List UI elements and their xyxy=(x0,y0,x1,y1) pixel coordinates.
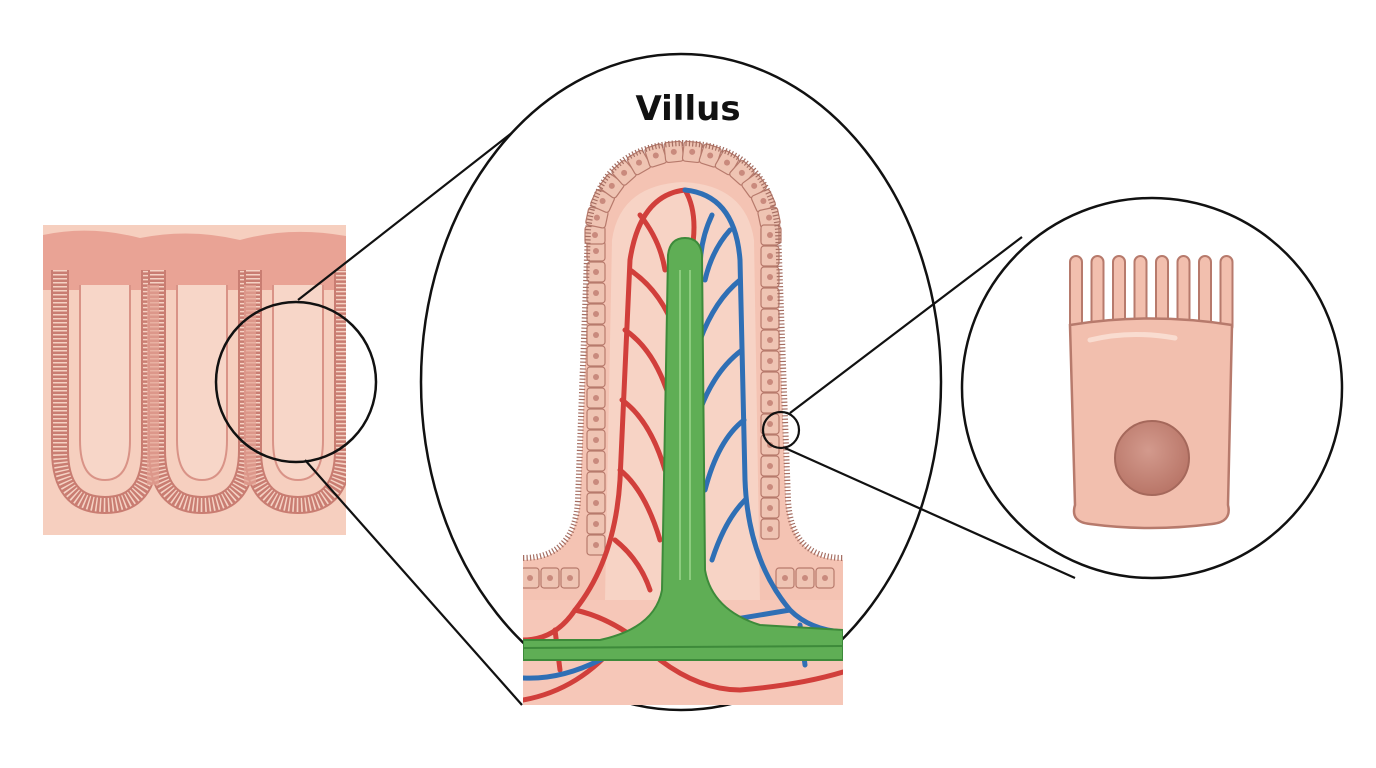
epithelial-cell xyxy=(663,140,685,164)
fold-wall xyxy=(244,285,256,485)
epithelial-cell xyxy=(586,534,606,556)
villus-panel xyxy=(523,139,843,705)
connector-line-top xyxy=(297,124,523,301)
epithelial-cell xyxy=(586,492,606,514)
epithelial-cell xyxy=(760,287,780,309)
epithelial-cell xyxy=(586,471,606,493)
epithelial-cell xyxy=(586,366,606,388)
epithelial-cell xyxy=(760,371,780,393)
lacteal xyxy=(523,236,843,661)
epithelial-cell xyxy=(586,513,606,535)
artery-network xyxy=(523,187,843,703)
epithelial-cell xyxy=(795,567,815,589)
fold-wall xyxy=(147,285,159,485)
epithelial-cell xyxy=(584,225,606,245)
epithelial-cell xyxy=(775,567,795,589)
epithelial-cell xyxy=(523,567,540,589)
epithelial-layer xyxy=(523,139,843,589)
epithelial-cell xyxy=(760,476,780,498)
epithelial-cell xyxy=(815,567,835,589)
microvilli xyxy=(1069,255,1234,333)
epithelial-cell xyxy=(760,518,780,540)
brush-border xyxy=(523,139,843,561)
epithelial-cell xyxy=(760,308,780,330)
microvillus xyxy=(1219,255,1234,333)
epithelial-cell xyxy=(540,567,560,589)
epithelial-cell xyxy=(586,450,606,472)
mucosa-surface xyxy=(43,230,346,290)
epithelial-cell xyxy=(586,303,606,325)
epithelial-cell xyxy=(586,408,606,430)
epithelial-cell xyxy=(586,261,606,283)
zoom-circle-cell xyxy=(761,410,801,450)
epithelial-cell xyxy=(760,329,780,351)
connector-line-cell-bottom xyxy=(784,446,1076,580)
connector-line-bottom xyxy=(304,459,523,706)
epithelial-cell xyxy=(760,245,780,267)
epithelial-cell xyxy=(586,429,606,451)
epithelial-cell xyxy=(560,567,580,589)
epithelial-cell xyxy=(586,387,606,409)
nucleus xyxy=(1114,420,1190,496)
epithelial-cell xyxy=(586,282,606,304)
connector-line-cell-top xyxy=(789,236,1023,414)
epithelial-cell xyxy=(760,350,780,372)
enterocyte xyxy=(1068,255,1234,530)
epithelial-cell xyxy=(760,266,780,288)
epithelial-cell xyxy=(586,345,606,367)
intestinal-wall-panel xyxy=(43,225,346,535)
epithelial-cell xyxy=(760,497,780,519)
villus-title: Villus xyxy=(635,89,740,129)
zoom-circle-small xyxy=(214,300,378,464)
epithelial-cell xyxy=(760,224,780,246)
epithelial-cell xyxy=(760,392,780,414)
microvillus xyxy=(1069,255,1083,333)
epithelial-cell xyxy=(760,455,780,477)
epithelial-cell xyxy=(586,324,606,346)
epithelial-cell xyxy=(586,240,606,262)
mucosal-folds xyxy=(51,270,346,515)
